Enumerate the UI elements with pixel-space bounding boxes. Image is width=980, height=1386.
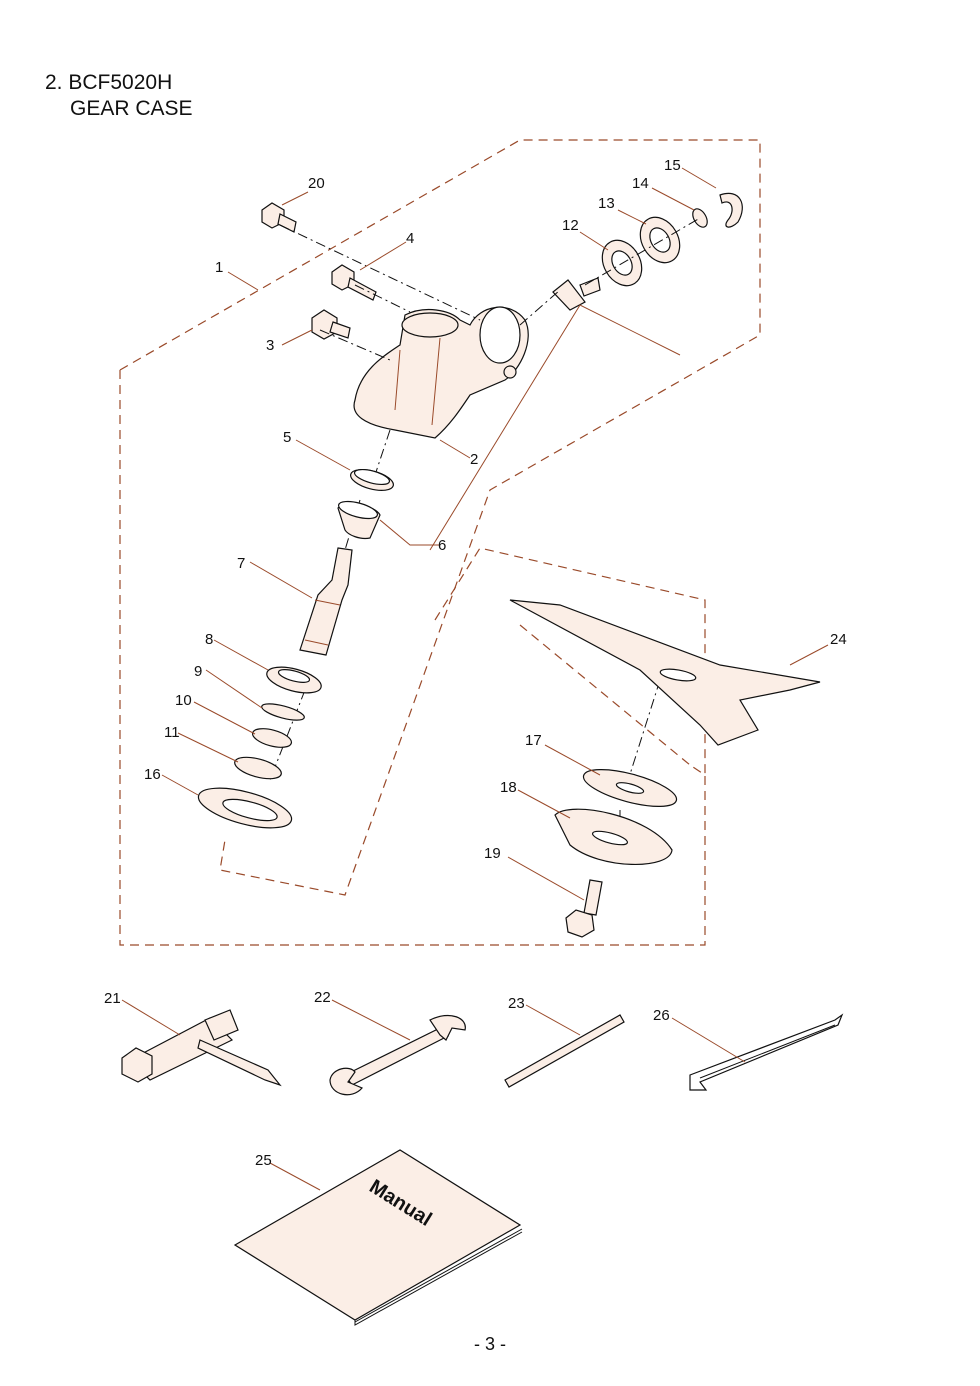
bolt-4	[331, 264, 377, 301]
bearing-5	[350, 468, 394, 491]
bevel-pinion	[552, 277, 601, 311]
callout-26: 26	[653, 1007, 670, 1024]
callout-19: 19	[484, 845, 501, 862]
callout-20: 20	[308, 175, 325, 192]
tool-26	[689, 1013, 844, 1091]
callout-4: 4	[406, 230, 414, 247]
bolt-19	[565, 879, 603, 938]
callout-25: 25	[255, 1152, 272, 1169]
callout-9: 9	[194, 663, 202, 680]
collar-11	[234, 756, 282, 780]
callout-1: 1	[215, 259, 223, 276]
callout-14: 14	[632, 175, 649, 192]
section-heading: GEAR CASE	[70, 97, 193, 120]
model-heading: 2. BCF5020H	[45, 71, 173, 94]
bolt-20	[261, 202, 297, 233]
callout-11: 11	[164, 724, 180, 741]
callout-15: 15	[664, 157, 681, 174]
callout-21: 21	[104, 990, 121, 1007]
socket-wrench-21	[121, 1009, 282, 1087]
assembly-boundary	[119, 139, 761, 946]
callout-18: 18	[500, 779, 517, 796]
callout-7: 7	[237, 555, 245, 572]
callout-23: 23	[508, 995, 525, 1012]
callout-24: 24	[830, 631, 847, 648]
callout-2: 2	[470, 451, 478, 468]
protector-16	[197, 787, 293, 829]
callout-6: 6	[438, 537, 446, 554]
callout-22: 22	[314, 989, 331, 1006]
ring-9	[261, 703, 305, 721]
page-title: 2. BCF5020H GEAR CASE	[45, 70, 193, 122]
bearing-13	[639, 216, 681, 264]
callout-13: 13	[598, 195, 615, 212]
axis-line-blade	[619, 679, 661, 835]
leader-lines	[121, 167, 829, 1191]
callout-10: 10	[175, 692, 192, 709]
spindle-shaft-7	[299, 547, 353, 656]
blade-boundary	[434, 547, 706, 775]
callout-5: 5	[283, 429, 291, 446]
callout-labels: 1 2 3 4 5 6 7 8 9 10 11 12 13 14 15 16 1…	[104, 157, 847, 1169]
gear-case	[353, 306, 529, 439]
callout-8: 8	[205, 631, 213, 648]
rod-23	[504, 1014, 625, 1088]
blade-24	[509, 599, 821, 746]
circlip-15	[719, 192, 743, 228]
callout-17: 17	[525, 732, 542, 749]
open-wrench-22	[329, 1015, 466, 1096]
washer-17	[582, 769, 678, 807]
cup-18	[554, 808, 673, 865]
page-number: - 3 -	[473, 1334, 506, 1354]
callout-12: 12	[562, 217, 579, 234]
bearing-8	[266, 666, 322, 694]
callout-16: 16	[144, 766, 161, 783]
manual-25: Manual	[233, 1149, 523, 1326]
gear-6	[337, 500, 381, 540]
bolt-3	[311, 309, 351, 340]
collar-10	[251, 728, 293, 748]
callout-3: 3	[266, 337, 274, 354]
